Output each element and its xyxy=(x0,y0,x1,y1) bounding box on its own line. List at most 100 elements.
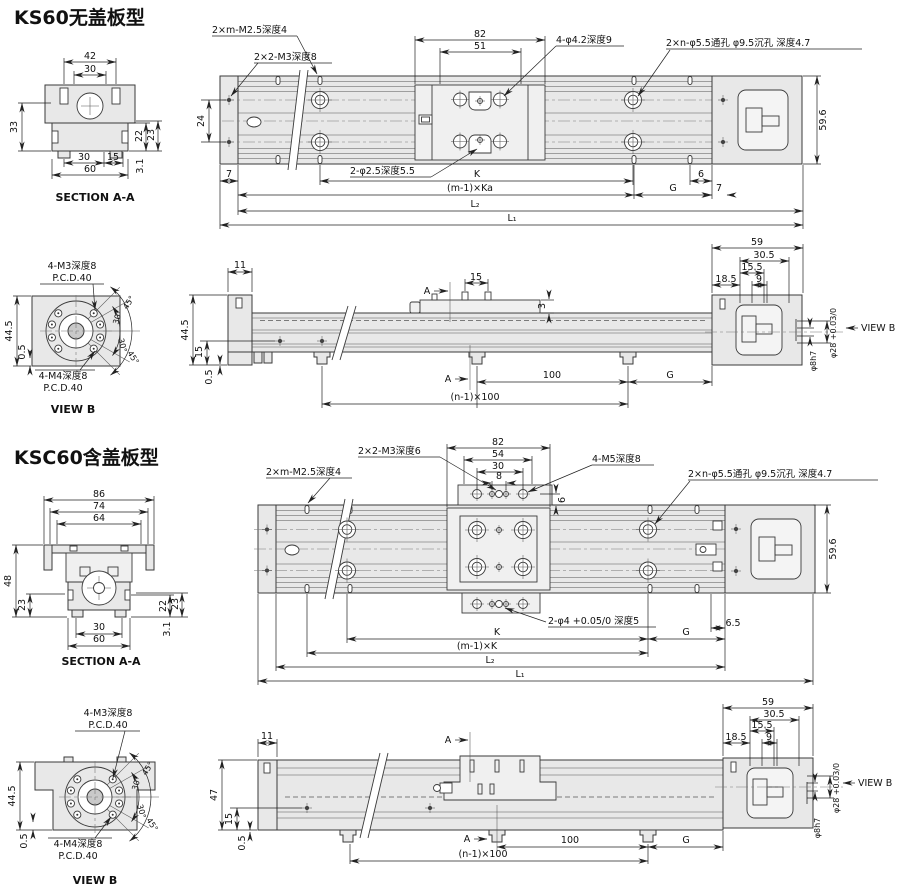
ks60-section-caption: SECTION A-A xyxy=(55,191,135,204)
label-phi2-5: 2-φ2.5深度5.5 xyxy=(350,165,415,177)
dim-phi8h7b: φ8h7 xyxy=(813,818,822,839)
dim-23-right: 23 xyxy=(170,598,181,610)
dim-11: 11 xyxy=(234,260,246,271)
label-4m4b: 4-M4深度8 xyxy=(54,838,103,850)
dim-0-5-side: 0.5 xyxy=(204,369,215,384)
dim-7-left: 7 xyxy=(226,169,232,180)
dim-0-5c: 0.5 xyxy=(237,835,248,850)
ks60-view-b: 4-M3深度8 P.C.D.40 4-M4深度8 P.C.D.40 44.5 0… xyxy=(4,260,141,416)
dim-100: 100 xyxy=(543,370,561,381)
dim-8: 8 xyxy=(496,471,502,482)
dim-k2: K xyxy=(494,627,501,638)
ks60-end-cap xyxy=(219,75,239,165)
dim-l2b: L₂ xyxy=(485,655,494,666)
dim-100b: 100 xyxy=(561,835,579,846)
label-4m3b: 4-M3深度8 xyxy=(84,707,133,719)
ks60-carriage xyxy=(414,84,546,161)
ks60-side-rail xyxy=(251,312,713,353)
dim-30-top: 30 xyxy=(84,64,96,75)
dim-74: 74 xyxy=(93,501,105,512)
ksc60-viewb-caption: VIEW B xyxy=(73,874,117,887)
dim-47: 47 xyxy=(209,789,220,801)
label-pcd40-top: P.C.D.40 xyxy=(52,273,91,284)
mark-a-botb: A xyxy=(464,834,471,845)
ksc60-end-block xyxy=(725,505,815,593)
dim-15: 15 xyxy=(107,152,119,163)
dim-54: 54 xyxy=(492,449,504,460)
ks60-end-block xyxy=(712,76,802,164)
dim-30-bot: 30 xyxy=(78,152,90,163)
ks60-side-end-block xyxy=(711,294,803,366)
dim-g2: G xyxy=(682,627,689,638)
ksc60-carriage xyxy=(446,507,551,591)
ks60-title: KS60无盖板型 xyxy=(14,6,145,29)
label-m5: 4-M5深度8 xyxy=(592,453,641,465)
dim-44-5: 44.5 xyxy=(4,320,15,341)
ks60-side-view: 11 44.5 15 0.5 A 15 3 A 100 G (n-1)×100 … xyxy=(180,237,895,408)
dim-m1ka: (m-1)×Ka xyxy=(447,183,493,194)
dim-15-leftb: 15 xyxy=(224,813,235,825)
dim-9b: 9 xyxy=(766,732,772,743)
dim-82b: 82 xyxy=(492,437,504,448)
ks60-plan-view: 59.6 82 51 2×m-M2.5深度4 2×2-M3深度8 4-φ4.2深… xyxy=(196,24,862,229)
dim-l1b: L₁ xyxy=(515,669,524,680)
label-4m4: 4-M4深度8 xyxy=(39,370,88,382)
dim-82: 82 xyxy=(474,29,486,40)
label-phi4-2: 4-φ4.2深度9 xyxy=(556,34,612,46)
dim-59-6b: 59.6 xyxy=(828,538,839,559)
dim-15-5: 15.5 xyxy=(741,262,762,273)
dim-6b: 6 xyxy=(557,497,568,503)
ksc60-section-caption: SECTION A-A xyxy=(61,655,141,668)
mark-a-topb: A xyxy=(445,735,452,746)
dim-42: 42 xyxy=(84,51,96,62)
dim-3-1: 3.1 xyxy=(135,158,146,173)
angle-30-top: 30° xyxy=(111,309,123,325)
dim-9: 9 xyxy=(756,274,762,285)
dim-0-5: 0.5 xyxy=(17,344,28,359)
label-phi55b: 2×n-φ5.5通孔 φ9.5沉孔 深度4.7 xyxy=(688,468,832,480)
dim-n100b: (n-1)×100 xyxy=(459,849,508,860)
dim-6: 6 xyxy=(698,169,704,180)
dim-60b: 60 xyxy=(93,634,105,645)
dim-33: 33 xyxy=(9,121,20,133)
dim-30c: 30 xyxy=(492,461,504,472)
dim-30-5: 30.5 xyxy=(753,250,774,261)
dim-22: 22 xyxy=(134,130,145,142)
label-4m3: 4-M3深度8 xyxy=(48,260,97,272)
view-b-pointerb: VIEW B xyxy=(858,778,892,789)
ks60-section-aa: 42 30 33 22 23 30 15 3.1 60 SECTION A-A xyxy=(9,51,162,204)
dim-0-5b: 0.5 xyxy=(19,833,30,848)
dim-59b: 59 xyxy=(762,697,774,708)
dim-6-5: 6.5 xyxy=(725,618,740,629)
ksc60-side-view: 11 47 15 0.5 A A 100 G (n-1)×100 59 30.5… xyxy=(209,697,892,864)
label-m25b: 2×m-M2.5深度4 xyxy=(266,466,341,478)
dim-phi28: φ28 +0.03/0 xyxy=(829,308,838,358)
angle-30-botb: 30° xyxy=(135,803,147,819)
dim-30b: 30 xyxy=(93,622,105,633)
label-m2-5: 2×m-M2.5深度4 xyxy=(212,24,287,36)
dim-15-carriage: 15 xyxy=(470,272,482,283)
label-pcd40-topb: P.C.D.40 xyxy=(88,720,127,731)
angle-30-bot: 30° xyxy=(116,337,128,353)
dim-phi8h7: φ8h7 xyxy=(809,351,818,372)
dim-phi28b: φ28 +0.03/0 xyxy=(832,763,841,813)
dim-64: 64 xyxy=(93,513,105,524)
dim-18-5b: 18.5 xyxy=(725,732,746,743)
label-pcd40-bot: P.C.D.40 xyxy=(43,383,82,394)
view-b-pointer: VIEW B xyxy=(861,323,895,334)
dim-g-side: G xyxy=(666,370,673,381)
dim-23-left: 23 xyxy=(17,599,28,611)
ksc60-side-carriage xyxy=(433,755,557,801)
dim-15-left: 15 xyxy=(194,346,205,358)
dim-7-right: 7 xyxy=(716,183,722,194)
label-phi5-5: 2×n-φ5.5通孔 φ9.5沉孔 深度4.7 xyxy=(666,37,810,49)
dim-44-5-side: 44.5 xyxy=(180,319,191,340)
dim-n100: (n-1)×100 xyxy=(451,392,500,403)
mark-a-bot: A xyxy=(445,374,452,385)
dim-86: 86 xyxy=(93,489,105,500)
dim-44-5b: 44.5 xyxy=(7,785,18,806)
ks60-viewb-caption: VIEW B xyxy=(51,403,95,416)
dim-3-1b: 3.1 xyxy=(162,621,173,636)
